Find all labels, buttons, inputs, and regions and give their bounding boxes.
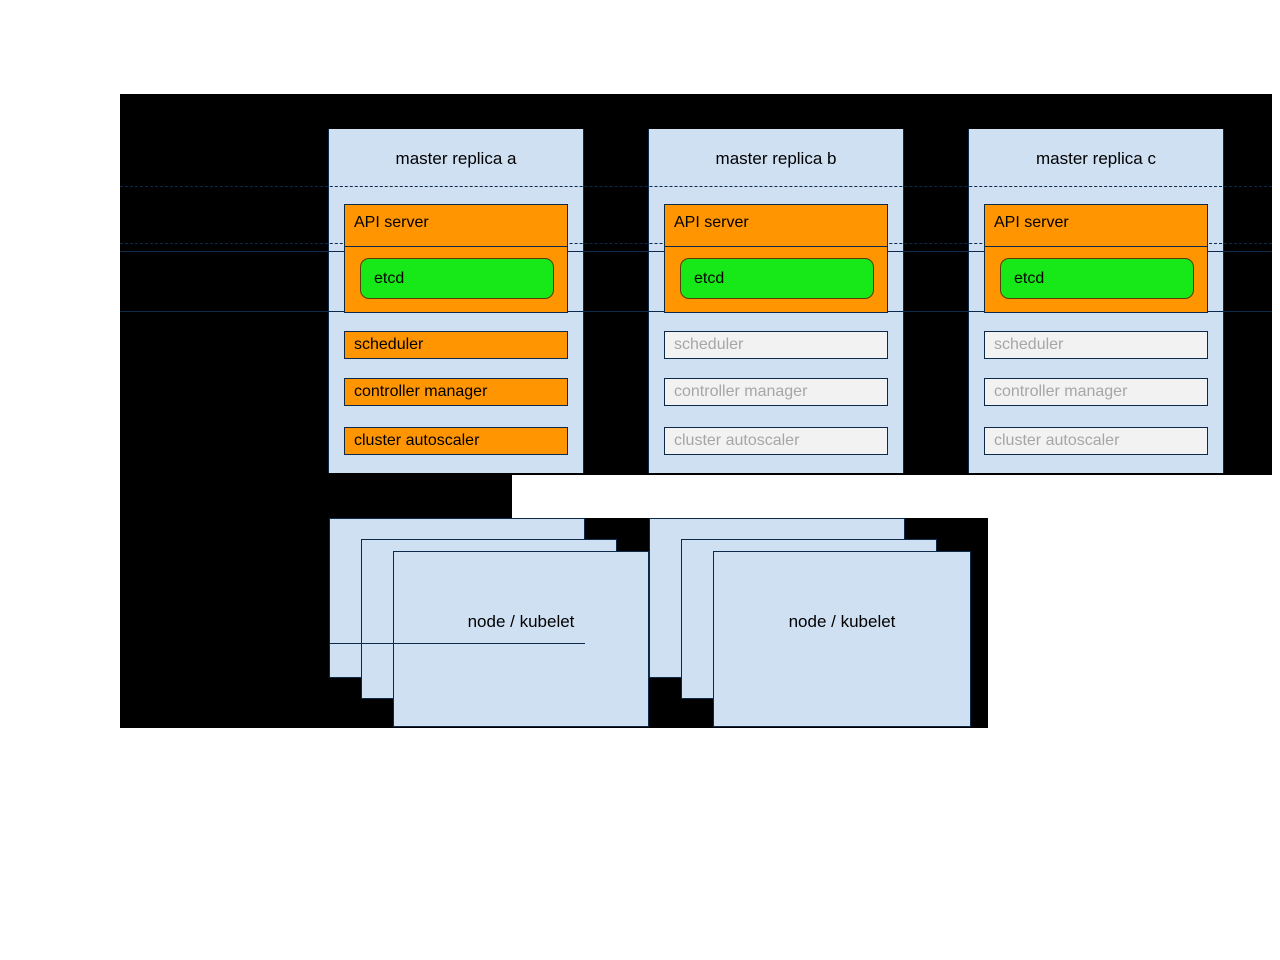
controller-manager-c[interactable]: controller manager — [984, 378, 1208, 406]
etcd-a[interactable]: etcd — [360, 258, 554, 299]
controller-manager-b[interactable]: controller manager — [664, 378, 888, 406]
node-stack-2-label: node / kubelet — [788, 612, 896, 631]
controller-manager-a[interactable]: controller manager — [344, 378, 568, 406]
cluster-autoscaler-a[interactable]: cluster autoscaler — [344, 427, 568, 455]
api-server-a[interactable]: API server — [344, 204, 568, 247]
etcd-b[interactable]: etcd — [680, 258, 874, 299]
scheduler-c[interactable]: scheduler — [984, 331, 1208, 359]
scheduler-a[interactable]: scheduler — [344, 331, 568, 359]
backdrop-plate-notch-left — [120, 475, 512, 518]
node-divider-rule — [329, 643, 585, 644]
node-stack-1-card-front[interactable]: node / kubelet — [393, 551, 649, 727]
cluster-autoscaler-c[interactable]: cluster autoscaler — [984, 427, 1208, 455]
master-replica-a-title: master replica a — [395, 149, 517, 168]
cluster-autoscaler-b[interactable]: cluster autoscaler — [664, 427, 888, 455]
node-stack-1-label: node / kubelet — [467, 612, 575, 631]
divider-dashed-upper — [120, 186, 1272, 187]
api-server-c[interactable]: API server — [984, 204, 1208, 247]
node-stack-2-card-front[interactable]: node / kubelet — [713, 551, 971, 727]
master-replica-b-title: master replica b — [715, 149, 837, 168]
scheduler-b[interactable]: scheduler — [664, 331, 888, 359]
etcd-c[interactable]: etcd — [1000, 258, 1194, 299]
master-replica-c-title: master replica c — [1036, 149, 1156, 168]
api-server-b[interactable]: API server — [664, 204, 888, 247]
